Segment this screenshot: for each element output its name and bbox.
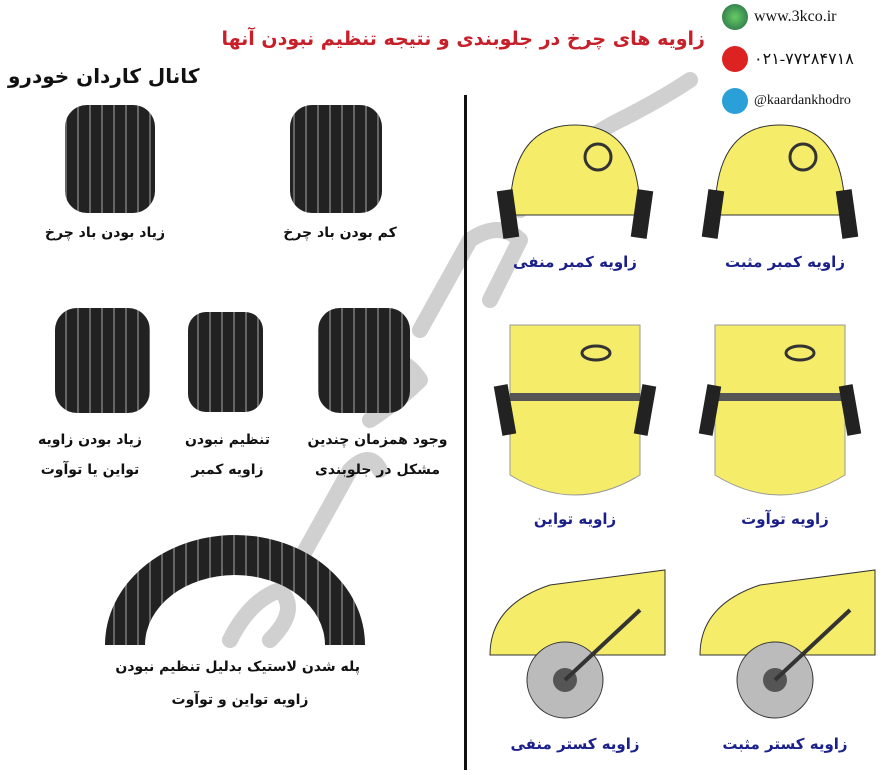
telegram-handle[interactable]: @kaardankhodro (754, 93, 851, 108)
car-illustrations (489, 124, 876, 719)
label-stepped-2: زاویه تواین و توآوت (171, 692, 309, 708)
tire-multiple (318, 308, 410, 413)
telegram-row: @kaardankhodro (722, 88, 851, 114)
label-multiple-2: مشکل در جلوبندی (314, 462, 440, 478)
tire-stepped (105, 535, 365, 645)
label-stepped-1: پله شدن لاستیک بدلیل تنظیم نبودن (115, 659, 360, 675)
label-high-pressure: زیاد بودن باد چرخ (44, 225, 166, 241)
phone-row: ۰۲۱-۷۷۲۸۴۷۱۸ (722, 46, 854, 72)
label-toe-1: زیاد بودن زاویه (38, 432, 142, 448)
label-camber-2: زاویه کمبر (191, 462, 264, 478)
car-toe-out (698, 324, 862, 496)
channel-name: کانال کاردان خودرو (8, 64, 200, 88)
car-toe-in (493, 324, 657, 496)
label-toe-2: تواین یا توآوت (40, 462, 140, 478)
tire-high-pressure (65, 105, 155, 213)
telegram-icon (722, 88, 748, 114)
phone-number: ۰۲۱-۷۷۲۸۴۷۱۸ (754, 51, 854, 68)
label-toe-out: زاویه توآوت (741, 510, 829, 528)
label-multiple-1: وجود همزمان چندین (307, 432, 448, 448)
label-positive-caster: زاویه کستر مثبت (722, 735, 848, 753)
divider (464, 95, 467, 770)
tire-toe (55, 308, 150, 413)
car-negative-caster (489, 569, 666, 719)
tire-illustrations (55, 105, 410, 645)
car-negative-camber (496, 124, 654, 239)
label-positive-camber: زاویه کمبر مثبت (725, 253, 845, 271)
website-link[interactable]: www.3kco.ir (754, 8, 837, 25)
car-positive-camber (701, 124, 859, 239)
label-negative-caster: زاویه کستر منفی (510, 735, 640, 753)
tire-camber (188, 312, 263, 412)
label-camber-1: تنظیم نبودن (184, 432, 271, 448)
page-title: زاویه های چرخ در جلوبندی و نتیجه تنظیم ن… (221, 28, 705, 50)
label-low-pressure: کم بودن باد چرخ (283, 225, 397, 241)
label-negative-camber: زاویه کمبر منفی (513, 253, 637, 271)
globe-icon (722, 4, 748, 30)
tire-low-pressure (290, 105, 382, 213)
label-toe-in: زاویه تواین (533, 510, 617, 528)
phone-icon (722, 46, 748, 72)
website-row: www.3kco.ir (722, 4, 837, 30)
car-positive-caster (699, 569, 876, 719)
